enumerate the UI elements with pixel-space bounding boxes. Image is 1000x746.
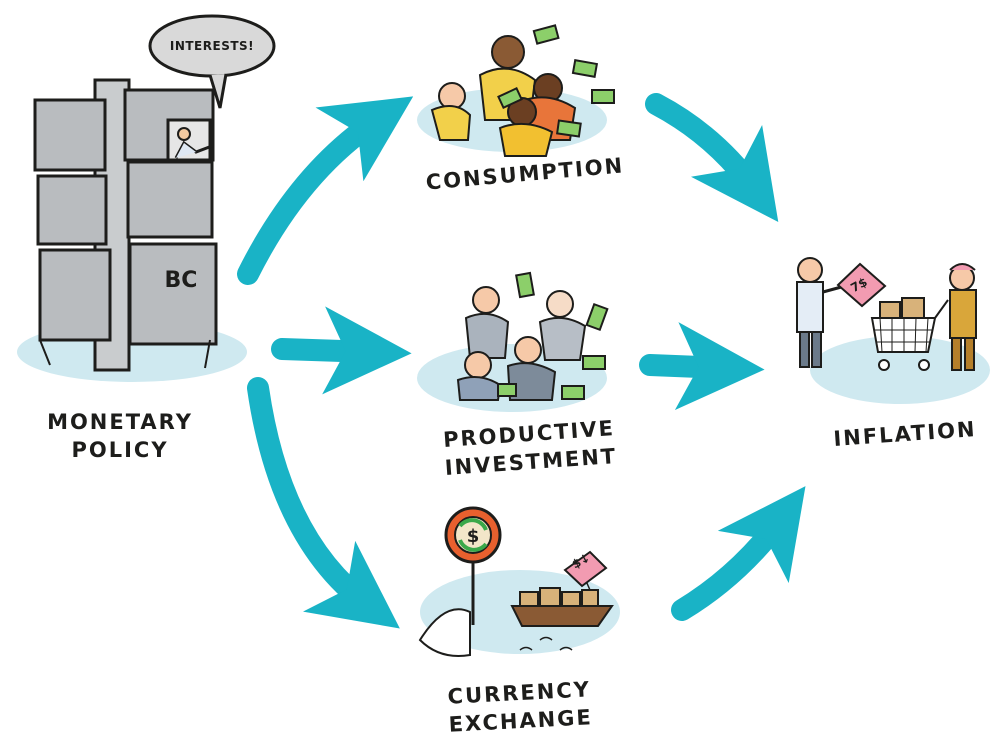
inflation-illustration: [796, 257, 990, 404]
arrow-investment-to-inflation: [639, 322, 765, 411]
svg-text:$: $: [467, 526, 480, 547]
arrow-monetary-to-investment: [271, 306, 412, 395]
building-sign-text: BC: [164, 268, 198, 293]
currency-exchange-illustration: $: [418, 506, 620, 657]
arrow-monetary-to-consumption: [237, 96, 414, 285]
monetary-policy-label: MONETARY POLICY: [20, 408, 220, 464]
arrow-currency-to-inflation: [671, 486, 806, 621]
central-bank-illustration: [17, 14, 276, 382]
arrow-monetary-to-currency: [247, 377, 400, 629]
monetary-policy-label-line: POLICY: [71, 438, 169, 462]
currency-exchange-label: CURRENCY EXCHANGE: [419, 674, 622, 740]
arrow-consumption-to-inflation: [645, 93, 779, 223]
speech-bubble-text: INTERESTS!: [169, 39, 255, 53]
monetary-policy-label-line: MONETARY: [47, 410, 193, 434]
productive-investment-illustration: [417, 271, 609, 412]
consumption-illustration: [417, 24, 615, 157]
